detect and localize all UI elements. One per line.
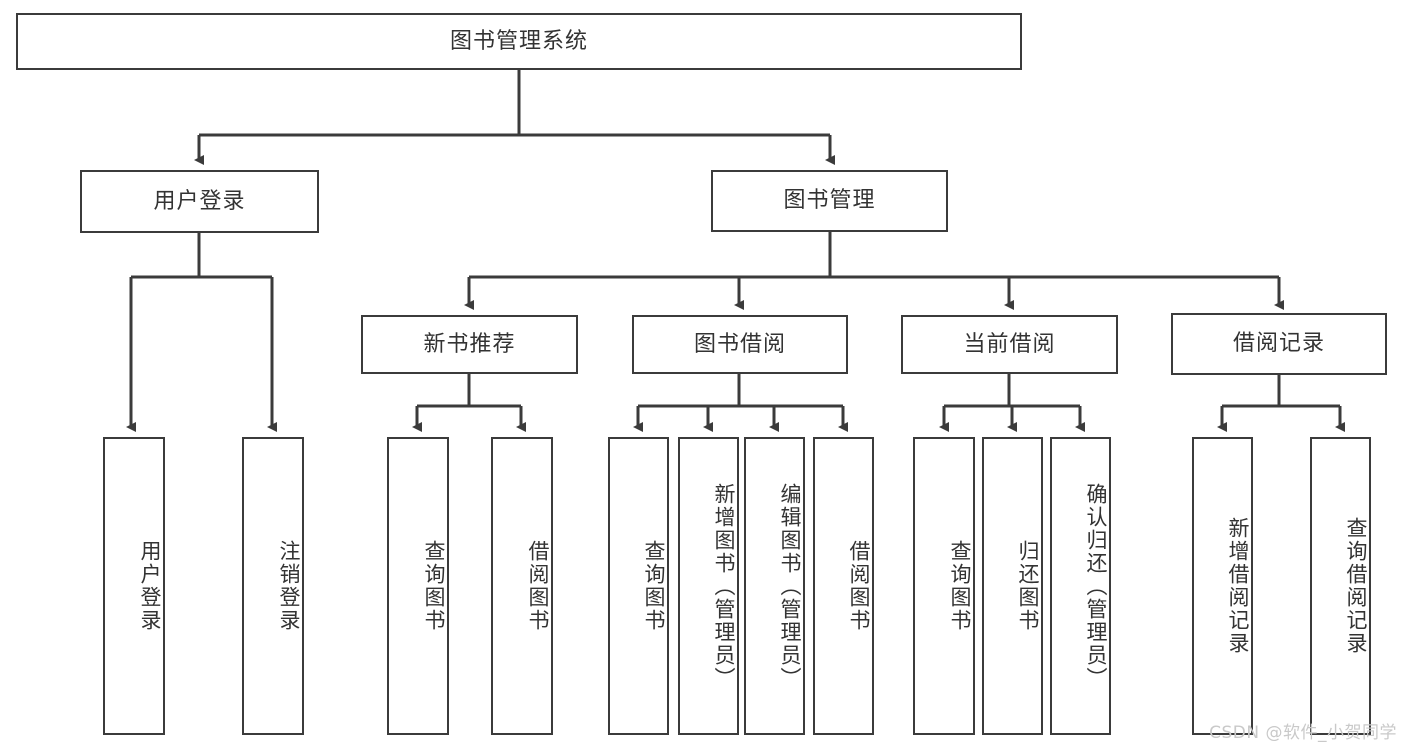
node-borrow-record[interactable]: 借阅记录	[1171, 313, 1387, 375]
leaf-current-confirm-return-admin[interactable]: 确认归还（管理员）	[1050, 437, 1111, 735]
node-book-management[interactable]: 图书管理	[711, 170, 948, 232]
node-new-book-recommend[interactable]: 新书推荐	[361, 315, 578, 374]
leaf-borrow-add-book-admin[interactable]: 新增图书（管理员）	[678, 437, 739, 735]
node-label: 确认归还（管理员）	[1084, 482, 1108, 690]
node-root-library-system[interactable]: 图书管理系统	[16, 13, 1022, 70]
leaf-record-add-record[interactable]: 新增借阅记录	[1192, 437, 1253, 735]
leaf-user-login-logout[interactable]: 注销登录	[242, 437, 304, 735]
node-label: 借阅记录	[1232, 331, 1325, 357]
node-label: 图书管理	[783, 188, 876, 214]
leaf-current-return-book[interactable]: 归还图书	[982, 437, 1043, 735]
node-label: 编辑图书（管理员）	[778, 482, 802, 690]
node-label: 借阅图书	[526, 540, 550, 632]
leaf-user-login-login[interactable]: 用户登录	[103, 437, 165, 735]
node-label: 新增借阅记录	[1226, 517, 1250, 655]
leaf-borrow-edit-book-admin[interactable]: 编辑图书（管理员）	[744, 437, 805, 735]
node-label: 查询图书	[642, 540, 666, 632]
node-label: 用户登录	[138, 540, 162, 632]
leaf-borrow-query-book[interactable]: 查询图书	[608, 437, 669, 735]
node-label: 归还图书	[1016, 540, 1040, 632]
node-label: 查询图书	[948, 540, 972, 632]
node-book-borrow[interactable]: 图书借阅	[632, 315, 848, 374]
node-label: 用户登录	[153, 188, 246, 214]
node-user-login[interactable]: 用户登录	[80, 170, 319, 233]
node-label: 图书管理系统	[449, 28, 588, 54]
node-label: 图书借阅	[693, 331, 786, 357]
node-label: 查询图书	[422, 540, 446, 632]
leaf-record-query-record[interactable]: 查询借阅记录	[1310, 437, 1371, 735]
node-label: 当前借阅	[963, 331, 1056, 357]
leaf-borrow-borrow-book[interactable]: 借阅图书	[813, 437, 874, 735]
leaf-recommend-borrow-book[interactable]: 借阅图书	[491, 437, 553, 735]
node-label: 查询借阅记录	[1344, 517, 1368, 655]
node-label: 新书推荐	[423, 331, 516, 357]
node-label: 借阅图书	[847, 540, 871, 632]
node-current-borrow[interactable]: 当前借阅	[901, 315, 1118, 374]
leaf-recommend-query-book[interactable]: 查询图书	[387, 437, 449, 735]
node-label: 新增图书（管理员）	[712, 482, 736, 690]
node-label: 注销登录	[277, 540, 301, 632]
leaf-current-query-book[interactable]: 查询图书	[913, 437, 975, 735]
